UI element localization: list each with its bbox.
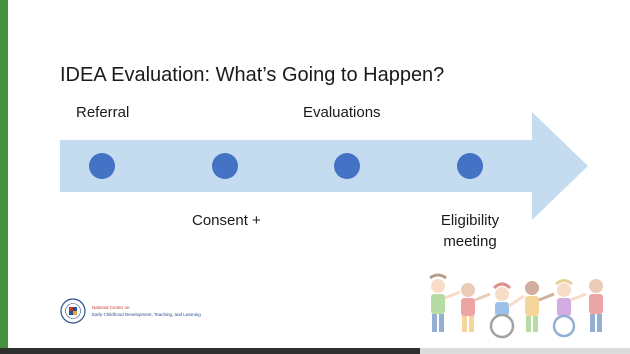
ncecdtl-logo: National Center on Early Childhood Devel… [60,298,201,324]
milestone-dot-consent [212,153,238,179]
label-eligibility-meeting: Eligibility meeting [434,210,506,252]
bottom-border-highlight [420,348,630,354]
left-accent-bar [0,0,8,348]
children-holding-hands-illustration [429,273,603,339]
logo-line1: National Center on [92,305,130,310]
timeline-arrow [60,112,588,220]
bottom-border [0,348,630,354]
milestone-dot-evaluations [334,153,360,179]
logo-line2: Early Childhood Development, Teaching, a… [92,312,201,317]
office-of-head-start-seal-icon [60,298,86,324]
milestone-dot-eligibility [457,153,483,179]
label-consent: Consent + [192,212,261,229]
label-eligibility-line2: meeting [443,233,497,250]
label-referral: Referral [76,104,130,121]
slide-title: IDEA Evaluation: What’s Going to Happen? [60,64,445,86]
logo-text: National Center on Early Childhood Devel… [92,304,201,318]
milestone-dot-referral [89,153,115,179]
label-eligibility-line1: Eligibility [440,212,500,229]
label-evaluations: Evaluations [303,104,381,121]
